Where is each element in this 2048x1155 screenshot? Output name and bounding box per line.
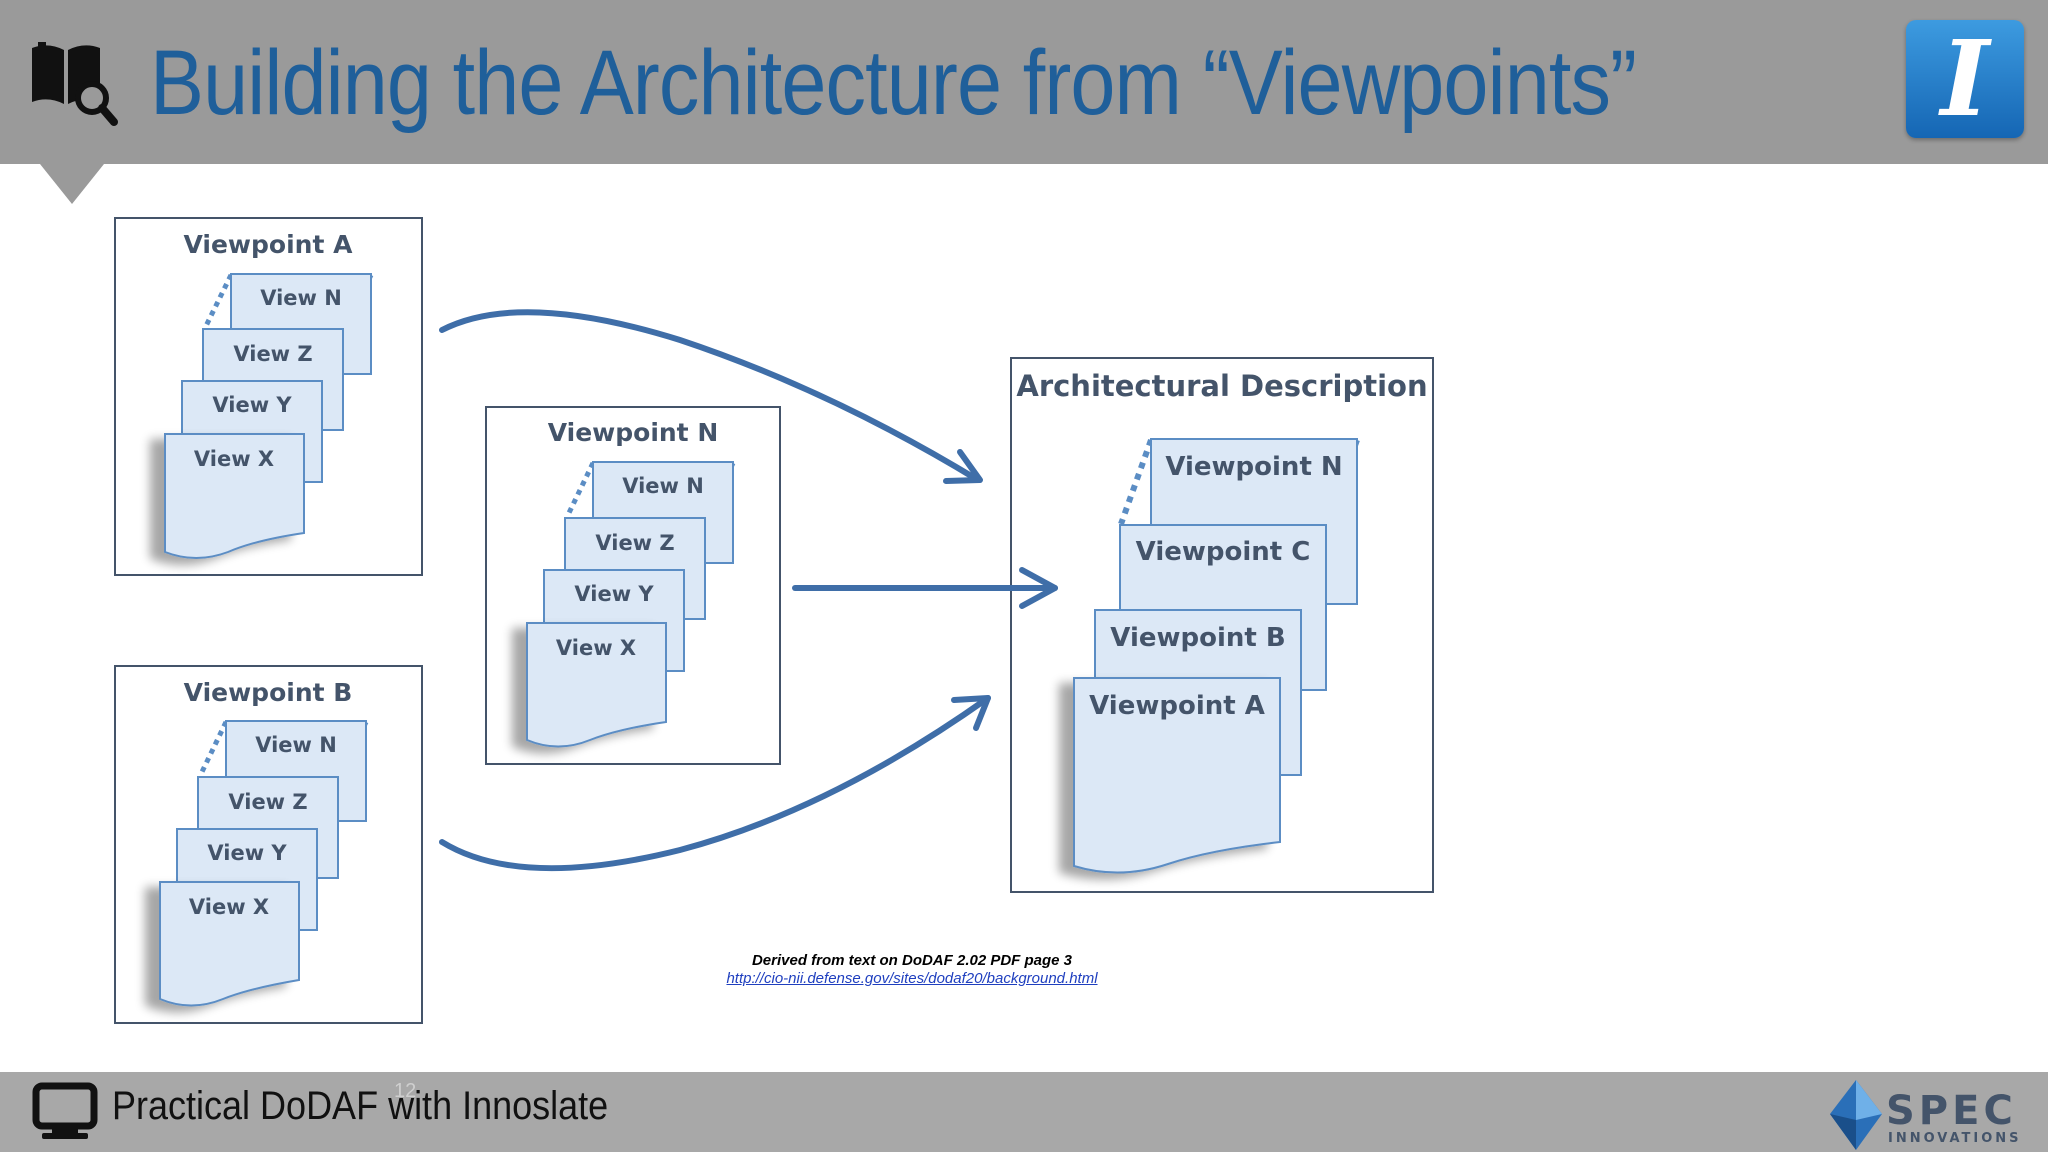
view-label: View Y xyxy=(574,582,654,606)
viewpoint-a-title: Viewpoint A xyxy=(184,230,354,259)
view-label: View X xyxy=(556,636,636,660)
view-label: View Z xyxy=(228,790,307,814)
viewpoint-page-label: Viewpoint N xyxy=(1165,452,1342,482)
innoslate-logo: I xyxy=(1906,20,2024,138)
viewpoint-page xyxy=(1073,677,1281,874)
book-search-icon xyxy=(28,38,118,133)
header-pointer xyxy=(40,164,104,204)
arrow-b-to-description xyxy=(439,695,991,872)
innoslate-logo-letter: I xyxy=(1940,17,1990,140)
viewpoint-a-box: Viewpoint A View N View Z View Y View X xyxy=(114,217,423,576)
spec-logo-name: SPEC xyxy=(1886,1088,2017,1134)
view-label: View Y xyxy=(212,393,292,417)
footer-title: Practical DoDAF with Innoslate xyxy=(112,1084,609,1128)
viewpoint-page-label: Viewpoint B xyxy=(1110,623,1285,653)
viewpoint-n-box: Viewpoint N View N View Z View Y View X xyxy=(485,406,781,765)
view-label: View Z xyxy=(233,342,312,366)
architectural-description-title: Architectural Description xyxy=(1016,369,1427,403)
viewpoint-b-stack: View N View Z View Y View X xyxy=(159,720,369,1007)
viewpoint-page-label: Viewpoint C xyxy=(1136,537,1311,567)
view-page xyxy=(159,881,300,1007)
viewpoint-a-stack: View N View Z View Y View X xyxy=(164,273,374,559)
spec-logo-sub: INNOVATIONS xyxy=(1888,1131,2022,1146)
viewpoint-page-label: Viewpoint A xyxy=(1089,691,1265,721)
view-page xyxy=(526,622,667,748)
source-link[interactable]: http://cio-nii.defense.gov/sites/dodaf20… xyxy=(726,970,1098,987)
viewpoint-n-title: Viewpoint N xyxy=(548,418,719,447)
viewpoint-b-box: Viewpoint B View N View Z View Y View X xyxy=(114,665,423,1024)
view-label: View N xyxy=(260,286,342,310)
header-bar xyxy=(0,0,2048,164)
page-number: 12 xyxy=(394,1080,417,1102)
spec-innovations-logo: SPEC INNOVATIONS xyxy=(1828,1080,2038,1155)
architecture-diagram: Viewpoint A View N View Z View Y View X … xyxy=(114,217,1434,1024)
viewpoint-n-stack: View N View Z View Y View X xyxy=(526,461,736,748)
source-note: Derived from text on DoDAF 2.02 PDF page… xyxy=(751,952,1073,969)
monitor-icon xyxy=(32,1082,98,1147)
view-label: View X xyxy=(194,447,274,471)
view-label: View N xyxy=(255,733,337,757)
view-label: View N xyxy=(622,474,704,498)
view-label: View X xyxy=(189,895,269,919)
arrow-a-to-description xyxy=(439,309,983,484)
arrow-n-to-description xyxy=(792,567,1058,609)
slide-title: Building the Architecture from “Viewpoin… xyxy=(150,32,1637,134)
architectural-description-stack: Viewpoint N Viewpoint C Viewpoint B View… xyxy=(1073,438,1360,874)
view-label: View Z xyxy=(595,531,674,555)
architectural-description-box: Architectural Description Viewpoint N Vi… xyxy=(1010,357,1434,893)
footer-bar xyxy=(0,1072,2048,1152)
view-label: View Y xyxy=(207,841,287,865)
view-page xyxy=(164,433,305,559)
viewpoint-b-title: Viewpoint B xyxy=(184,678,353,707)
